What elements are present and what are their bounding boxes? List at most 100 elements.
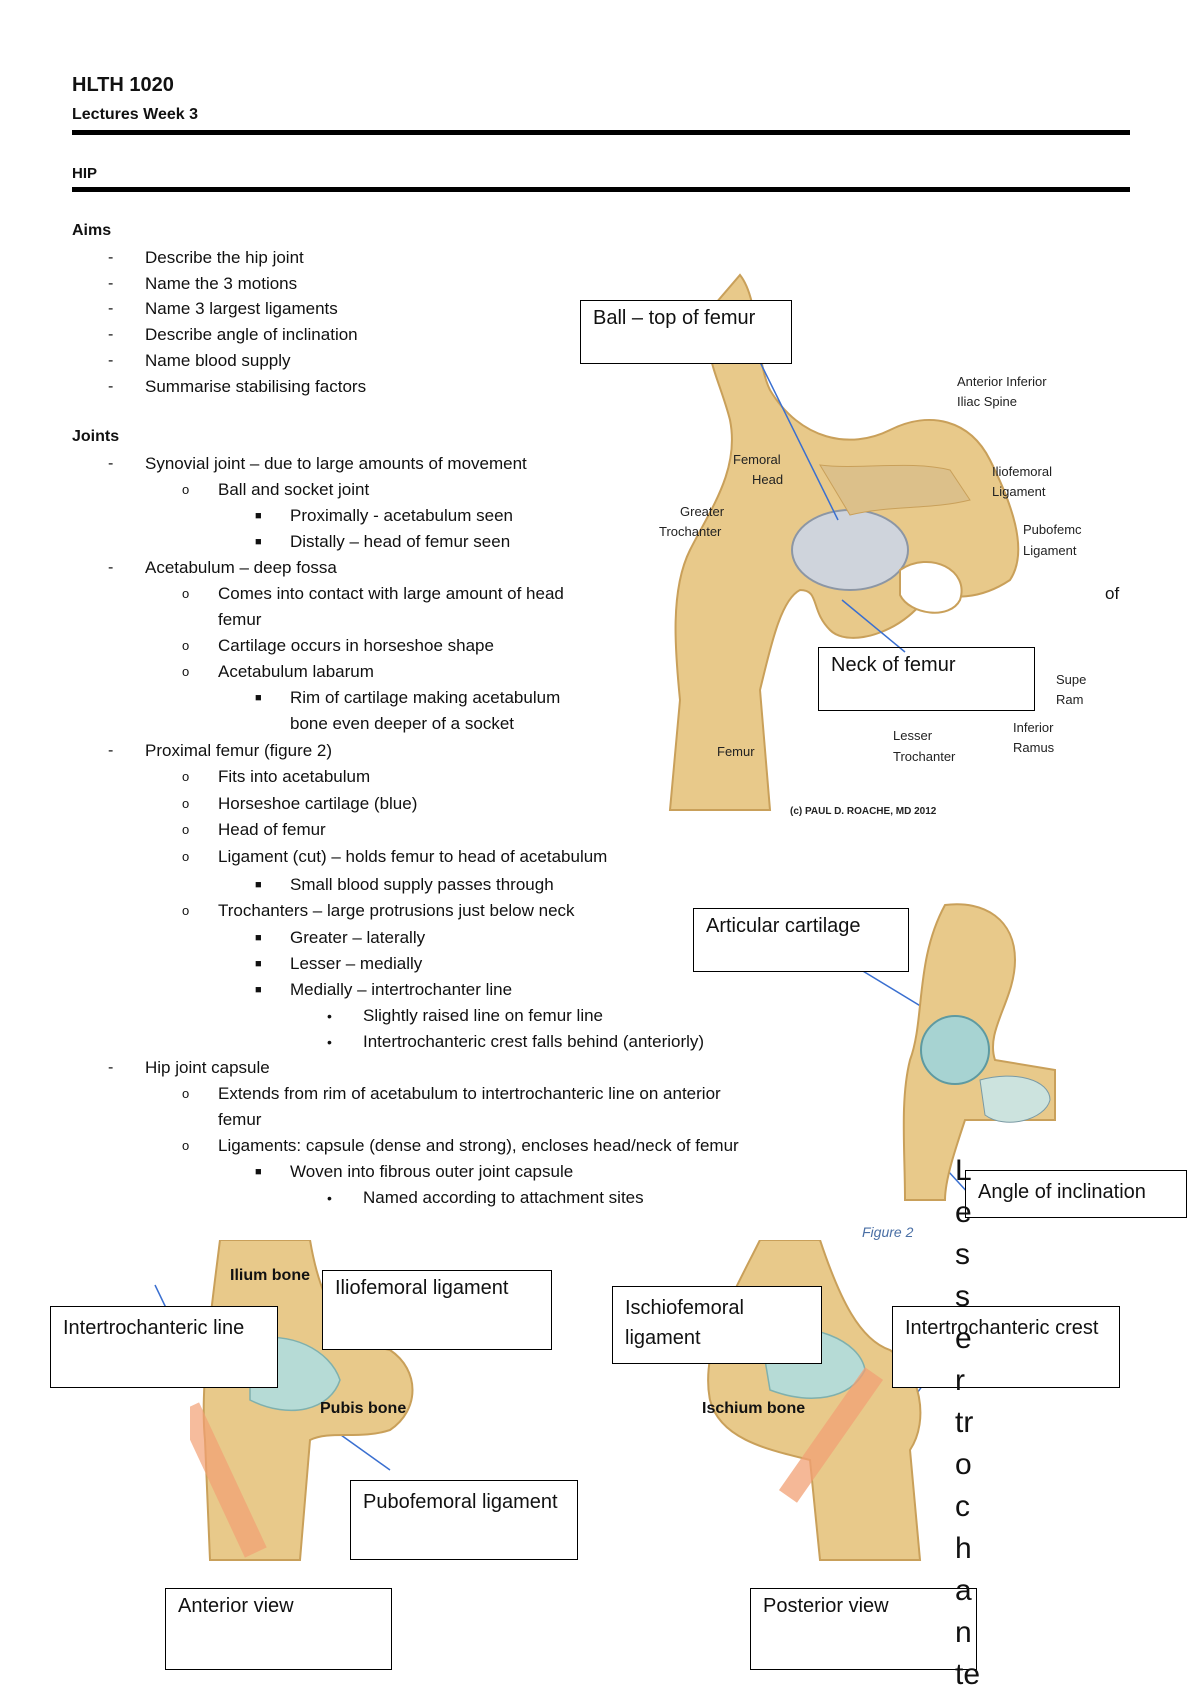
- note-line: Slightly raised line on femur line: [363, 1006, 604, 1025]
- label-greater-trochanter: Trochanter: [659, 524, 722, 539]
- label-superior-ramus: Ram: [1056, 692, 1084, 707]
- note-line: Rim of cartilage making acetabulum: [290, 688, 561, 707]
- circle-bullet: o: [182, 769, 190, 784]
- note-line: Woven into fibrous outer joint capsule: [290, 1162, 574, 1181]
- callout-intertrochanteric-line: Intertrochanteric line: [50, 1306, 278, 1388]
- label-aiis: Anterior Inferior: [957, 374, 1047, 389]
- note-line: Horseshoe cartilage (blue): [218, 794, 418, 813]
- circle-bullet: o: [182, 664, 190, 679]
- circle-bullet: o: [182, 638, 190, 653]
- label-pubofemoral: Pubofemc: [1023, 522, 1082, 537]
- note-line: Medially – intertrochanter line: [290, 980, 513, 999]
- note-line: Hip joint capsule: [145, 1058, 270, 1077]
- note-line: Small blood supply passes through: [290, 875, 554, 894]
- hip-anatomy-figure: [668, 273, 1020, 811]
- note-line: Acetabulum – deep fossa: [145, 558, 337, 577]
- course-title: HLTH 1020: [72, 74, 174, 96]
- label-greater-trochanter: Greater: [680, 504, 725, 519]
- label-pubofemoral: Ligament: [1023, 543, 1077, 558]
- note-line: Extends from rim of acetabulum to intert…: [218, 1084, 721, 1103]
- note-line: Trochanters – large protrusions just bel…: [218, 901, 575, 920]
- label-inferior-ramus: Inferior: [1013, 720, 1054, 735]
- figure-caption: Figure 2: [862, 1224, 914, 1240]
- label-pubis-bone: Pubis bone: [320, 1400, 407, 1417]
- square-bullet: ■: [255, 984, 262, 996]
- callout-iliofemoral-ligament: Iliofemoral ligament: [322, 1270, 552, 1350]
- label-anterior-view: Anterior view: [165, 1588, 392, 1670]
- aims-item: Name blood supply: [145, 351, 291, 370]
- note-line: Lesser – medially: [290, 954, 423, 973]
- note-line: Intertrochanteric crest falls behind (an…: [363, 1032, 705, 1051]
- obturator-foramen: [899, 560, 963, 614]
- aims-heading: Aims: [72, 222, 112, 239]
- circle-bullet: o: [182, 849, 190, 864]
- note-line: Proximally - acetabulum seen: [290, 506, 513, 525]
- note-line: femur: [218, 1110, 262, 1129]
- square-bullet: ■: [255, 510, 262, 522]
- dash: -: [108, 455, 114, 472]
- square-bullet: ■: [255, 958, 262, 970]
- circle-bullet: o: [182, 586, 190, 601]
- callout-ischiofemoral-ligament: Ischiofemoral ligament: [612, 1286, 822, 1364]
- dot-bullet: •: [327, 1190, 332, 1206]
- label-lesser-trochanter: Lesser: [893, 728, 933, 743]
- label-iliofemoral: Iliofemoral: [992, 464, 1052, 479]
- label-femoral-head: Head: [752, 472, 784, 487]
- label-femoral-head: Femoral: [733, 452, 781, 467]
- aims-item: Describe the hip joint: [145, 248, 304, 267]
- callout-intertrochanteric-crest: Intertrochanteric crest: [892, 1306, 1120, 1388]
- note-line: Proximal femur (figure 2): [145, 741, 333, 760]
- dash: -: [108, 559, 114, 576]
- dot-bullet: •: [327, 1008, 332, 1024]
- note-line: of: [1105, 584, 1120, 603]
- note-line: Distally – head of femur seen: [290, 532, 511, 551]
- dot-bullet: •: [327, 1034, 332, 1050]
- dash: -: [108, 378, 114, 395]
- callout-ball: Ball – top of femur: [580, 300, 792, 364]
- note-line: femur: [218, 610, 262, 629]
- note-line: Fits into acetabulum: [218, 767, 371, 786]
- callout-articular-cartilage: Articular cartilage: [693, 908, 909, 972]
- square-bullet: ■: [255, 536, 262, 548]
- label-ilium-bone: Ilium bone: [230, 1267, 310, 1284]
- figure2-femur-illustration: [902, 903, 1056, 1201]
- label-lesser-trochanter: Trochanter: [893, 749, 956, 764]
- dash: -: [108, 249, 114, 266]
- section-title: HIP: [72, 165, 98, 182]
- iliofemoral-ligament-shape: [819, 464, 971, 516]
- label-iliofemoral: Ligament: [992, 484, 1046, 499]
- circle-bullet: o: [182, 1086, 190, 1101]
- note-line: Comes into contact with large amount of …: [218, 584, 564, 603]
- square-bullet: ■: [255, 1166, 262, 1178]
- circle-bullet: o: [182, 482, 190, 497]
- callout-angle-of-inclination: Angle of inclination: [965, 1170, 1187, 1218]
- label-superior-ramus: Supe: [1056, 672, 1087, 687]
- dash: -: [108, 300, 114, 317]
- square-bullet: ■: [255, 692, 262, 704]
- note-line: Cartilage occurs in horseshoe shape: [218, 636, 494, 655]
- circle-bullet: o: [182, 903, 190, 918]
- aims-item: Summarise stabilising factors: [145, 377, 367, 396]
- note-line: Ligaments: capsule (dense and strong), e…: [218, 1136, 739, 1155]
- note-line: Greater – laterally: [290, 928, 426, 947]
- aims-item: Describe angle of inclination: [145, 325, 358, 344]
- note-line: bone even deeper of a socket: [290, 714, 514, 733]
- label-inferior-ramus: Ramus: [1013, 740, 1055, 755]
- joints-heading: Joints: [72, 428, 120, 445]
- circle-bullet: o: [182, 822, 190, 837]
- label-ischium-bone: Ischium bone: [702, 1400, 806, 1417]
- dash: -: [108, 1059, 114, 1076]
- label-posterior-view: Posterior view: [750, 1588, 977, 1670]
- callout-pubofemoral-ligament: Pubofemoral ligament: [350, 1480, 578, 1560]
- note-line: Ligament (cut) – holds femur to head of …: [218, 847, 608, 866]
- dash: -: [108, 352, 114, 369]
- lecture-subtitle: Lectures Week 3: [72, 106, 198, 123]
- aims-item: Name 3 largest ligaments: [145, 299, 338, 318]
- note-line: Named according to attachment sites: [363, 1188, 644, 1207]
- label-femur: Femur: [717, 744, 755, 759]
- square-bullet: ■: [255, 879, 262, 891]
- note-line: Head of femur: [218, 820, 326, 839]
- dash: -: [108, 742, 114, 759]
- vertical-lesser-trochanter-text: L e s s e r tr o c h a n te: [955, 1154, 981, 1691]
- dash: -: [108, 275, 114, 292]
